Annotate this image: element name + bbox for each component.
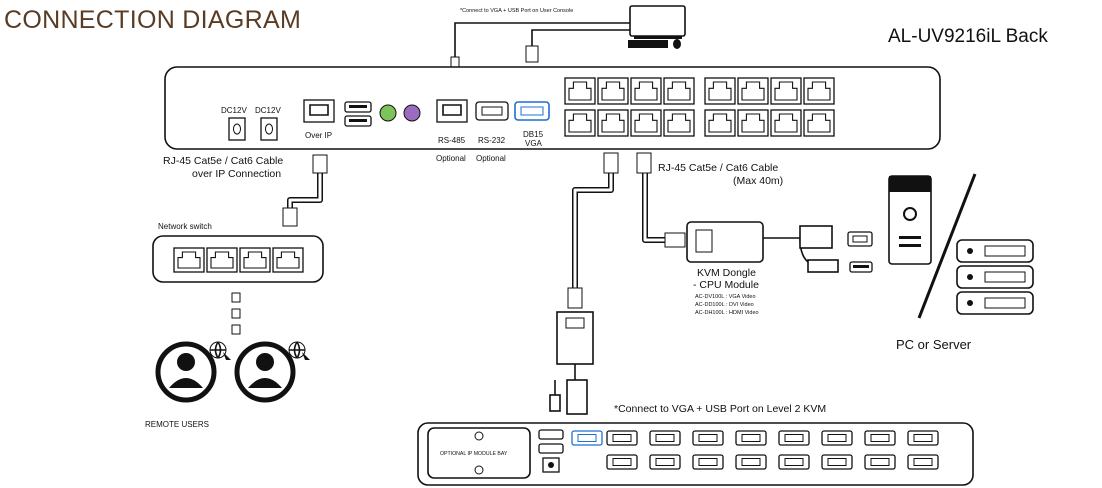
dc-power-jack-1	[228, 117, 246, 141]
switch-port	[272, 247, 304, 273]
ps2-keyboard-port	[403, 104, 421, 122]
db15-vga-port	[514, 101, 550, 121]
user-console-icon	[628, 5, 686, 49]
dongle-label-1: KVM Dongle	[697, 267, 756, 279]
rj45-port	[630, 109, 662, 137]
dongle-usb-connector	[807, 259, 839, 273]
rs232-label: RS-232	[478, 136, 506, 145]
console-note: *Connect to VGA + USB Port on User Conso…	[460, 8, 573, 14]
dc-power-jack-2	[260, 117, 278, 141]
dongle-vga-connector	[799, 225, 833, 249]
rj45-port	[704, 109, 736, 137]
remote-user-icon-1	[155, 341, 217, 403]
rj45-port	[803, 77, 835, 105]
level2-vga-port	[735, 454, 767, 470]
level2-vga-port	[778, 454, 810, 470]
rs485-optional: Optional	[436, 154, 466, 163]
kvm-dongle	[686, 221, 764, 263]
dongle-model-3: AC-DH100L : HDMI Video	[695, 310, 759, 316]
pc-tower-icon	[888, 175, 932, 265]
rj45-port	[770, 77, 802, 105]
switch-port	[173, 247, 205, 273]
level2-vga-port	[821, 430, 853, 446]
level2-vga-port	[649, 454, 681, 470]
ip-module-bay	[427, 427, 531, 479]
rj45-port	[770, 109, 802, 137]
switch-ports	[173, 247, 304, 273]
vga-label: VGA	[525, 139, 543, 148]
over-ip-port	[303, 99, 335, 123]
dongle-model-1: AC-DV100L : VGA Video	[695, 294, 756, 300]
switch-port	[206, 247, 238, 273]
dongle-model-2: AC-DD100L : DVI Video	[695, 302, 754, 308]
model-label: AL-UV9216iL Back	[888, 26, 1048, 47]
console-vga-port	[571, 430, 603, 446]
rj45-port	[597, 77, 629, 105]
server-rack-icon	[956, 239, 1034, 315]
ip-module-bay-label: OPTIONAL IP MODULE BAY	[440, 451, 508, 457]
level2-vga-port	[907, 430, 939, 446]
level2-vga-port	[907, 454, 939, 470]
dc12v-label-1: DC12V	[221, 106, 247, 115]
level2-vga-port	[778, 430, 810, 446]
level2-vga-port	[692, 430, 724, 446]
level2-vga-port	[692, 454, 724, 470]
switch-port	[239, 247, 271, 273]
rj45-cable-label-1: RJ-45 Cat5e / Cat6 Cable	[658, 162, 778, 174]
divider-slash	[917, 173, 977, 319]
rj45-port	[630, 77, 662, 105]
level2-vga-port	[606, 454, 638, 470]
rs485-port	[436, 99, 468, 123]
rj45-port	[663, 109, 695, 137]
usb-ports	[344, 101, 372, 127]
pc-vga-port-icon	[847, 231, 873, 247]
rj45-port	[564, 109, 596, 137]
level2-vga-port	[864, 430, 896, 446]
over-ip-label: Over IP	[305, 131, 332, 140]
network-switch-label: Network switch	[158, 222, 212, 231]
rs485-label: RS-485	[438, 136, 466, 145]
db15-label: DB15	[523, 130, 544, 139]
pc-server-label: PC or Server	[896, 337, 972, 352]
rs232-optional: Optional	[476, 154, 506, 163]
page-title: CONNECTION DIAGRAM	[4, 6, 301, 34]
dongle-label-2: - CPU Module	[693, 279, 759, 291]
rs232-port	[475, 101, 509, 121]
level2-vga-port	[606, 430, 638, 446]
rj45-port-array	[564, 77, 835, 137]
rj45-port	[737, 109, 769, 137]
level2-vga-port	[864, 454, 896, 470]
pc-usb-port-icon	[849, 261, 873, 273]
rj45-port	[564, 77, 596, 105]
rj45-port	[737, 77, 769, 105]
globe-icon-1	[209, 341, 231, 360]
rj45-port	[663, 77, 695, 105]
globe-icon-2	[288, 341, 310, 360]
ip-cable-label-2: over IP Connection	[192, 168, 281, 180]
rj45-cable-label-2: (Max 40m)	[733, 175, 783, 187]
level2-usb-ports	[538, 429, 564, 473]
level2-vga-port	[649, 430, 681, 446]
vga-plug	[566, 379, 588, 415]
usb-plug	[549, 394, 561, 412]
network-link	[231, 292, 241, 335]
ip-cable-label-1: RJ-45 Cat5e / Cat6 Cable	[163, 155, 283, 167]
cascade-adapter	[556, 311, 594, 365]
rj45-port	[803, 109, 835, 137]
level2-note: *Connect to VGA + USB Port on Level 2 KV…	[614, 403, 826, 415]
remote-users-label: REMOTE USERS	[145, 420, 209, 429]
rj45-port	[704, 77, 736, 105]
level2-vga-port-array	[571, 430, 939, 470]
dc12v-label-2: DC12V	[255, 106, 281, 115]
rj45-port	[597, 109, 629, 137]
ps2-mouse-port	[379, 104, 397, 122]
remote-user-icon-2	[234, 341, 296, 403]
level2-vga-port	[821, 454, 853, 470]
level2-vga-port	[735, 430, 767, 446]
